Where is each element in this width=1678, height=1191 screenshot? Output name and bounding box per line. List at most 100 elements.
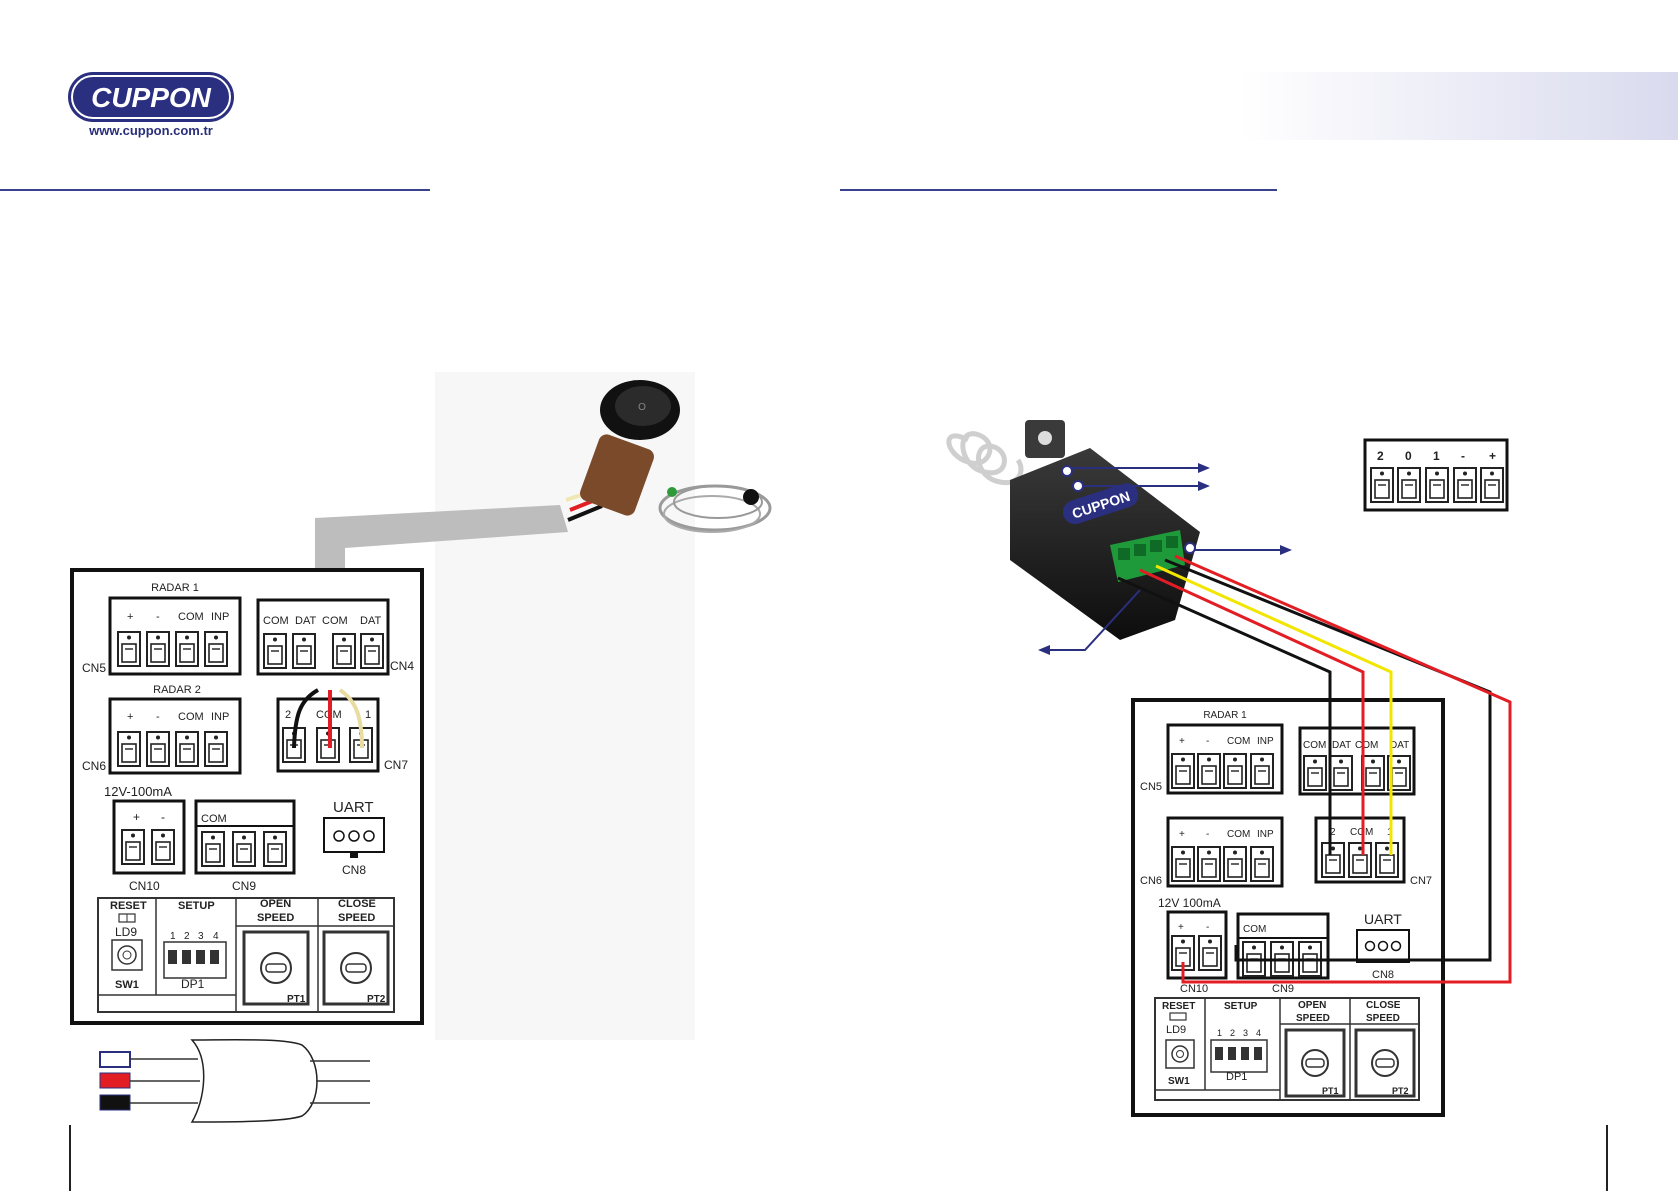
close-speed-label: SPEED xyxy=(1366,1013,1400,1024)
cn10-pin-label: + xyxy=(133,810,140,824)
screw-terminal xyxy=(1303,755,1327,791)
screw-terminal xyxy=(1171,753,1195,789)
cn10-pin-label: - xyxy=(161,810,165,824)
setup-label: SETUP xyxy=(178,900,215,912)
header-gradient-band xyxy=(1240,72,1678,140)
dp1-label: DP1 xyxy=(181,977,205,991)
reset-label: RESET xyxy=(1162,1001,1195,1012)
cn9-pin-label: COM xyxy=(1243,924,1266,935)
cn7-pin-label: 1 xyxy=(365,709,371,721)
cn5-pin-label: COM xyxy=(1227,736,1250,747)
screw-terminal xyxy=(146,731,170,767)
cn4-connector: COM DAT COM DAT xyxy=(256,598,390,676)
open-speed-label: OPEN xyxy=(260,898,291,910)
screw-terminal xyxy=(332,633,356,669)
ld9-led xyxy=(1169,1012,1187,1021)
wire-red-to-cn7 xyxy=(1139,568,1365,855)
screw-terminal xyxy=(360,633,384,669)
screw-terminal xyxy=(151,829,175,865)
screw-terminal xyxy=(146,631,170,667)
cn4-connector: COM DAT COM DAT xyxy=(1298,726,1416,796)
screw-terminal xyxy=(1453,467,1477,503)
close-speed-label: CLOSE xyxy=(338,898,376,910)
coiled-cable-button xyxy=(658,484,772,533)
pt1-label: PT1 xyxy=(1322,1086,1339,1096)
cn5-label: CN5 xyxy=(1140,781,1162,793)
cn4-pin-label: COM xyxy=(263,615,289,627)
radar2-title: RADAR 2 xyxy=(153,684,201,696)
screw-terminal xyxy=(117,731,141,767)
legend-swatch-black xyxy=(99,1094,131,1111)
ld9-label: LD9 xyxy=(115,925,137,939)
screw-terminal xyxy=(1250,753,1274,789)
radar1-title: RADAR 1 xyxy=(151,582,199,594)
screw-terminal xyxy=(175,631,199,667)
cn5-pin-label: COM xyxy=(178,611,204,623)
cn6-connector: + - COM INP xyxy=(108,697,242,775)
receiver-device: CUPPON xyxy=(946,420,1200,640)
svg-text:O: O xyxy=(638,402,646,413)
setup-label: SETUP xyxy=(1224,1001,1258,1012)
screw-terminal xyxy=(1171,846,1195,882)
cn5-pin-label: - xyxy=(1206,736,1209,747)
settings-panel: RESET LD9 SW1 SETUP 1 2 3 4 DP1 OPEN xyxy=(1154,997,1420,1101)
pt2-label: PT2 xyxy=(367,994,386,1005)
screw-terminal xyxy=(263,633,287,669)
website-url: www.cuppon.com.tr xyxy=(88,123,213,138)
cn4-pin-label: DAT xyxy=(360,615,381,627)
sw1-reset-button xyxy=(1165,1039,1195,1069)
screw-terminal xyxy=(1480,467,1504,503)
terminal-pin-label: 1 xyxy=(1433,449,1440,463)
screw-terminal xyxy=(204,631,228,667)
terminal-pin-label: 0 xyxy=(1405,449,1412,463)
screw-terminal xyxy=(1321,842,1345,878)
cn7-pin-label: 2 xyxy=(1330,827,1336,838)
screw-terminal xyxy=(1375,842,1399,878)
radar1-title: RADAR 1 xyxy=(1203,710,1247,721)
cn8-uart-header xyxy=(1356,929,1410,963)
sw1-label: SW1 xyxy=(1168,1076,1190,1087)
pointer-dot xyxy=(1061,465,1073,477)
cn4-pin-label: COM xyxy=(1355,740,1378,751)
screw-terminal xyxy=(1197,846,1221,882)
screw-terminal xyxy=(292,633,316,669)
cn8-label: CN8 xyxy=(1372,969,1394,981)
dip-number: 2 xyxy=(184,931,190,942)
cn10-label: CN10 xyxy=(129,879,160,893)
cn5-connector: + - COM INP xyxy=(108,596,242,676)
dip-number: 4 xyxy=(1256,1028,1261,1038)
legend-bracket-shape xyxy=(190,1038,318,1123)
screw-terminal xyxy=(1361,755,1385,791)
cn6-pin-label: INP xyxy=(1257,829,1274,840)
screw-terminal xyxy=(175,731,199,767)
wire-black-to-cn10 xyxy=(1164,558,1492,962)
reset-label: RESET xyxy=(110,900,147,912)
cn10-title: 12V 100mA xyxy=(1158,896,1221,910)
cn10-pin-label: - xyxy=(1206,922,1209,933)
screw-terminal xyxy=(1223,753,1247,789)
pt1-potentiometer xyxy=(1284,1028,1346,1098)
close-speed-label: SPEED xyxy=(338,912,375,924)
screw-terminal xyxy=(1397,467,1421,503)
pt2-potentiometer xyxy=(1354,1028,1416,1098)
cn6-pin-label: - xyxy=(1206,829,1209,840)
terminal-pin-label: - xyxy=(1461,449,1465,463)
cn10-connector: + - xyxy=(1166,910,1228,980)
callout-arrows xyxy=(1038,463,1292,655)
cn9-connector: COM xyxy=(1236,912,1330,980)
screw-terminal xyxy=(1370,467,1394,503)
dp1-label: DP1 xyxy=(1226,1071,1247,1083)
cuppon-logo: CUPPON xyxy=(68,72,234,122)
pt2-potentiometer xyxy=(322,930,390,1006)
wire-black-to-cn7 xyxy=(1117,576,1332,855)
cn5-pin-label: INP xyxy=(211,611,229,623)
cn10-pin-label: + xyxy=(1178,922,1184,933)
cn7-label: CN7 xyxy=(384,758,408,772)
open-speed-label: SPEED xyxy=(1296,1013,1330,1024)
right-control-board: RADAR 1 + - COM INP CN5 COM DAT COM DAT xyxy=(1131,698,1445,1117)
screw-terminal xyxy=(1250,846,1274,882)
cn6-pin-label: + xyxy=(127,711,133,723)
pt1-potentiometer xyxy=(242,930,310,1006)
header: CUPPON www.cuppon.com.tr xyxy=(68,72,1678,140)
